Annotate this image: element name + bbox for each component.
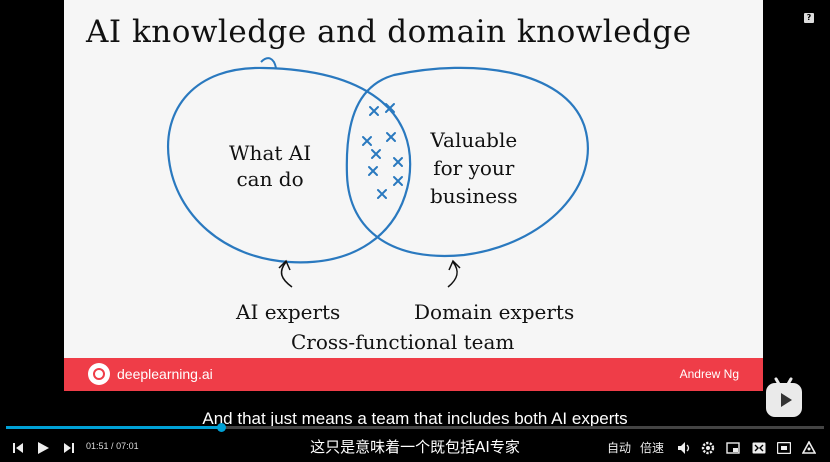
- webpage-fullscreen-icon[interactable]: [777, 442, 791, 454]
- progress-bar[interactable]: [6, 423, 824, 432]
- ai-experts-arrow: [280, 261, 293, 288]
- picture-in-picture-icon[interactable]: [726, 442, 740, 454]
- ai-experts-arrow-head: [278, 259, 291, 271]
- help-icon[interactable]: ?: [804, 13, 814, 23]
- circle-tail: [260, 57, 277, 69]
- settings-icon[interactable]: [701, 441, 715, 455]
- widescreen-icon[interactable]: [752, 442, 766, 454]
- time-display: 01:51 / 07:01: [86, 441, 139, 451]
- next-icon[interactable]: [63, 442, 75, 454]
- brand-name: deeplearning.ai: [117, 366, 213, 382]
- speed-button[interactable]: 倍速: [639, 441, 664, 455]
- quality-button[interactable]: 自动: [606, 441, 631, 455]
- domain-experts-arrow-head: [448, 259, 461, 271]
- current-time: 01:51: [86, 441, 109, 451]
- player-controls: 01:51 / 07:01: [0, 438, 830, 458]
- right-label-line1: Valuable: [430, 128, 518, 152]
- right-label-line3: business: [430, 184, 518, 208]
- total-time: 07:01: [116, 441, 139, 451]
- previous-icon[interactable]: [12, 442, 24, 454]
- slide-footer: deeplearning.ai Andrew Ng: [64, 358, 763, 391]
- fullscreen-icon[interactable]: [802, 441, 816, 455]
- time-separator: /: [111, 441, 114, 451]
- volume-icon[interactable]: [677, 441, 691, 455]
- cross-functional-team-label: Cross-functional team: [291, 330, 515, 354]
- ai-experts-label: AI experts: [236, 300, 341, 324]
- domain-experts-arrow: [447, 261, 458, 288]
- progress-handle[interactable]: [217, 423, 227, 432]
- progress-fill: [6, 426, 222, 429]
- what-ai-can-do-label: What AI can do: [229, 140, 311, 192]
- deeplearning-logo-icon: [88, 363, 110, 385]
- valuable-for-business-label: Valuable for your business: [430, 126, 518, 210]
- player-controls-right: 自动 倍速: [0, 438, 830, 458]
- slide-title: AI knowledge and domain knowledge: [86, 14, 692, 50]
- video-frame[interactable]: AI knowledge and domain knowledge What A…: [64, 0, 763, 391]
- subtitle-english: And that just means a team that includes…: [202, 409, 628, 428]
- right-label-line2: for your: [433, 156, 515, 180]
- left-label-line2: can do: [236, 167, 304, 191]
- bilibili-tv-icon[interactable]: [766, 376, 802, 417]
- author-name: Andrew Ng: [679, 367, 739, 381]
- domain-experts-label: Domain experts: [414, 300, 575, 324]
- left-label-line1: What AI: [229, 141, 312, 165]
- x-marks: [362, 103, 403, 199]
- play-icon[interactable]: [37, 441, 50, 455]
- venn-diagram: [166, 57, 589, 288]
- left-circle: [166, 66, 412, 264]
- right-circle: [345, 66, 589, 258]
